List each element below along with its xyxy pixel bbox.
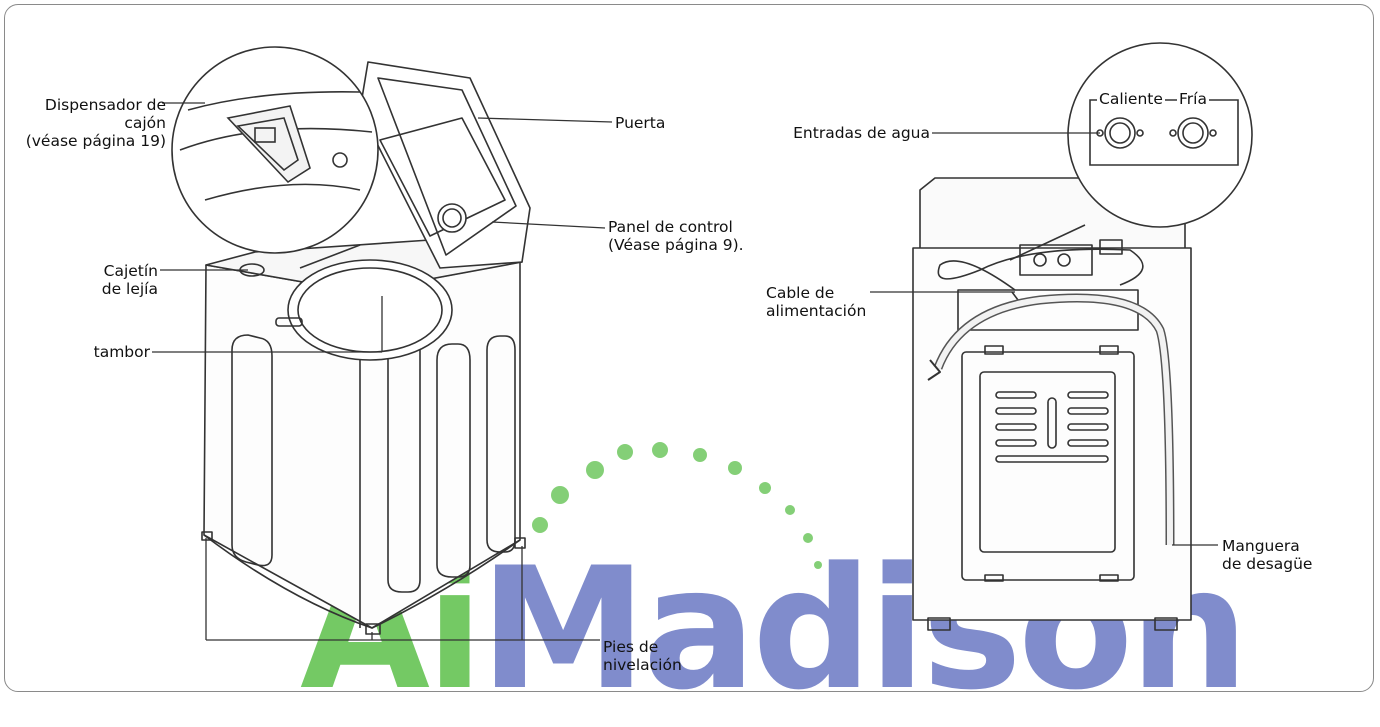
- label-dispenser-3: (véase página 19): [25, 132, 166, 150]
- left-washer: [201, 239, 526, 635]
- watermark-dots: [532, 442, 822, 569]
- label-dispenser-1: Dispensador de: [44, 96, 166, 114]
- inlet-magnifier: [1009, 42, 1253, 261]
- label-leveling-feet-2: nivelación: [603, 656, 682, 674]
- label-bleach-2: de lejía: [101, 280, 158, 298]
- washer-illustration: [152, 42, 1253, 641]
- label-drum: tambor: [93, 343, 150, 361]
- label-control-panel-2: (Véase página 9).: [608, 236, 744, 254]
- label-hot: Caliente: [1097, 90, 1165, 108]
- leader-lines: [152, 102, 1218, 641]
- left-washer-lid: [359, 61, 531, 269]
- label-drain-hose-2: de desagüe: [1222, 555, 1313, 573]
- label-control-panel-1: Panel de control: [608, 218, 733, 236]
- dispenser-magnifier: [171, 46, 379, 269]
- label-power-cord-1: Cable de: [766, 284, 835, 302]
- label-power-cord-2: alimentación: [766, 302, 867, 320]
- label-cold: Fría: [1177, 90, 1209, 108]
- vent-slots: [995, 391, 1109, 463]
- right-washer: [912, 177, 1192, 631]
- label-door: Puerta: [615, 114, 666, 132]
- label-drain-hose-1: Manguera: [1222, 537, 1300, 555]
- label-leveling-feet-1: Pies de: [603, 638, 659, 656]
- label-water-inlets: Entradas de agua: [793, 124, 930, 142]
- label-bleach-1: Cajetín: [103, 262, 158, 280]
- label-dispenser-2: cajón: [124, 114, 166, 132]
